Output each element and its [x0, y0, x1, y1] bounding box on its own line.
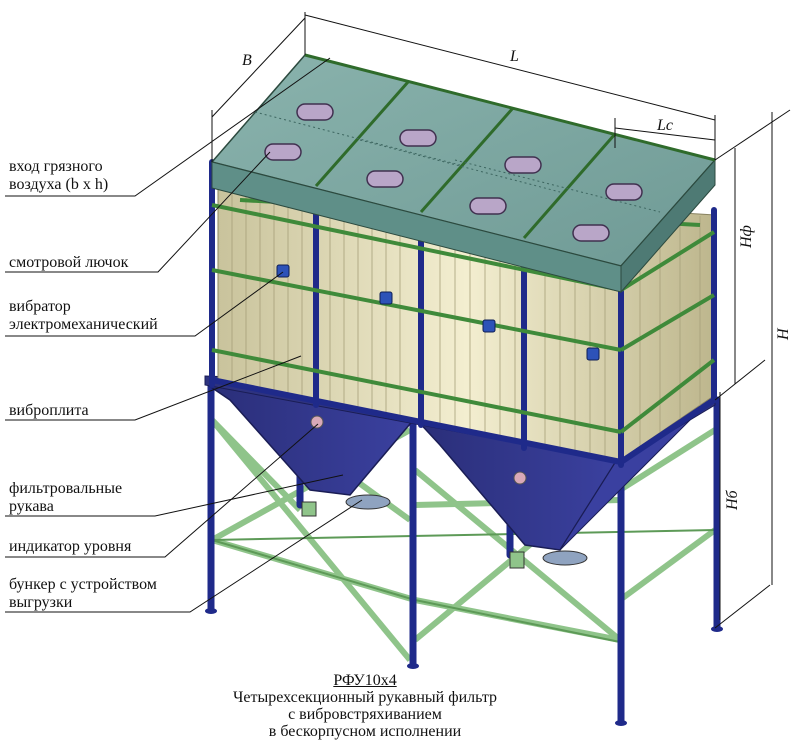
label-vibroplate: виброплита — [9, 402, 89, 419]
label-inlet: вход грязного воздуха (b x h) — [9, 158, 108, 194]
label-level: индикатор уровня — [9, 538, 132, 555]
frame — [209, 159, 717, 468]
dim-l: L — [510, 48, 519, 65]
label-bags-line1: фильтровальные — [9, 480, 123, 497]
caption-line2: с вибровстряхиванием — [288, 706, 442, 723]
dimension-lines — [211, 12, 791, 629]
label-vibrator: вибратор электромеханический — [9, 298, 158, 334]
dim-h: Н — [775, 328, 792, 340]
vibrators — [276, 264, 600, 361]
dim-lc: Lc — [657, 117, 673, 134]
label-bags-line2: рукава — [9, 498, 54, 515]
label-vibrator-line2: электромеханический — [9, 316, 158, 333]
label-bunker: бункер с устройством выгрузки — [9, 576, 157, 612]
caption-line3: в бескорпусном исполнении — [268, 723, 462, 740]
top-cover — [210, 53, 717, 294]
label-bags: фильтровальные рукава — [9, 480, 122, 516]
dim-hf: Нф — [738, 225, 755, 248]
caption-line1: Четырехсекционный рукавный фильтр — [232, 689, 498, 706]
dim-hb: Нб — [724, 490, 741, 510]
inspection-hatches — [264, 103, 643, 242]
label-inlet-line1: вход грязного — [9, 158, 103, 175]
caption: РФУ10x4 Четырехсекционный рукавный фильт… — [210, 672, 520, 740]
label-vibrator-line1: вибратор — [9, 298, 71, 315]
label-bunker-line2: выгрузки — [9, 594, 73, 611]
leader-lines — [5, 57, 363, 613]
label-hatch: смотровой лючок — [9, 254, 129, 271]
label-inlet-line2: воздуха (b x h) — [9, 176, 109, 193]
label-bunker-line1: бункер с устройством — [9, 576, 157, 593]
caption-model: РФУ10x4 — [333, 672, 397, 689]
dim-b: B — [242, 52, 252, 69]
